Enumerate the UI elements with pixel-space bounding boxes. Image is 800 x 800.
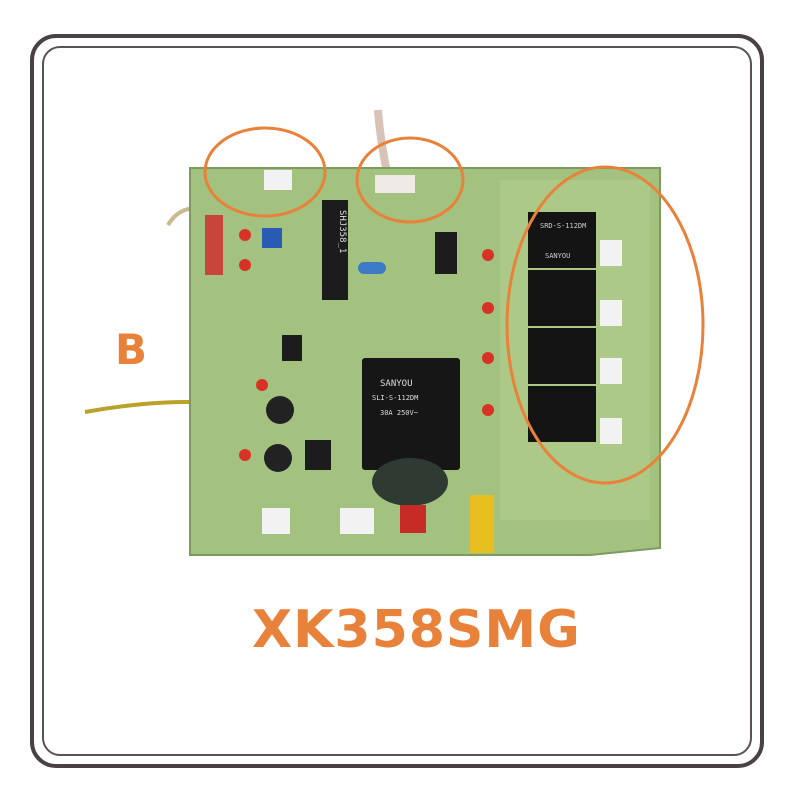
relay-bank: SRD-S-112DM SANYOU bbox=[528, 212, 622, 444]
svg-text:SANYOU: SANYOU bbox=[380, 379, 413, 389]
model-label: XK358SMG bbox=[252, 600, 581, 660]
variant-label: B bbox=[115, 325, 148, 374]
highlight-top-wire-connector bbox=[355, 136, 465, 224]
highlight-top-left-connector bbox=[203, 126, 327, 218]
highlight-relay-bank bbox=[505, 165, 705, 485]
main-relay bbox=[362, 358, 460, 470]
ic-chip bbox=[322, 200, 348, 300]
outer-frame bbox=[30, 34, 764, 768]
ic-marking: SHJ358_1 bbox=[337, 210, 347, 253]
svg-text:SRD-S-112DM: SRD-S-112DM bbox=[540, 222, 586, 230]
svg-text:30A 250V~: 30A 250V~ bbox=[380, 409, 418, 417]
svg-text:SLI-S-112DM: SLI-S-112DM bbox=[372, 394, 418, 402]
svg-text:SANYOU: SANYOU bbox=[545, 252, 570, 260]
inner-frame bbox=[42, 46, 752, 756]
